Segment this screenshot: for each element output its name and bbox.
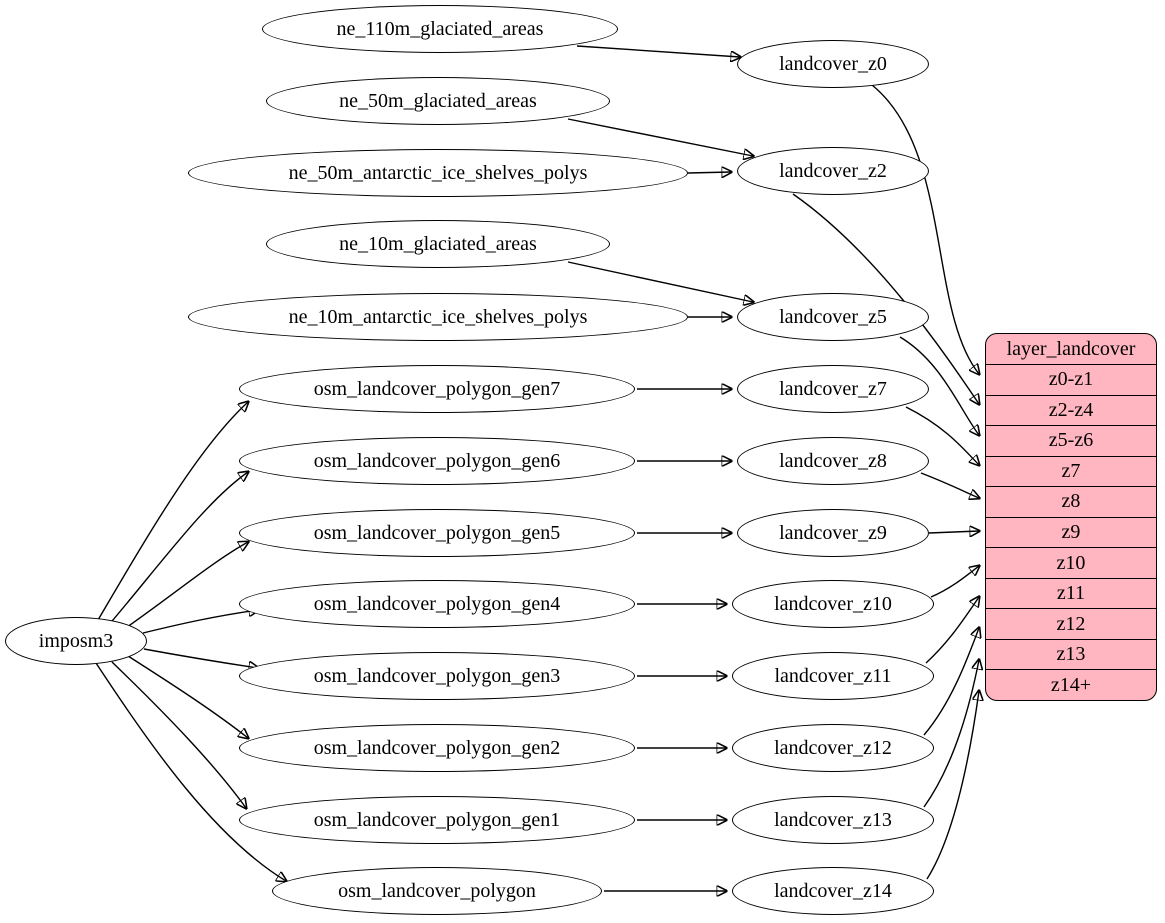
record-layer_landcover: layer_landcover z0-z1 z2-z4 z5-z6 z7 z8 … [985,333,1157,701]
node-landcover_z8: landcover_z8 [737,437,929,485]
node-label: osm_landcover_polygon_gen2 [313,736,561,759]
node-ne_50m_antarctic_ice_shelves_polys: ne_50m_antarctic_ice_shelves_polys [188,149,688,197]
node-label: landcover_z12 [774,736,892,759]
edge-landcover_z0-row-z0-z1 [871,84,979,374]
edge-landcover_z8-row-z8 [920,472,979,498]
edge-landcover_z9-row-z9 [928,531,979,533]
node-label: ne_50m_glaciated_areas [339,89,537,112]
node-label: osm_landcover_polygon_gen5 [313,521,561,544]
node-imposm3: imposm3 [5,617,147,665]
edge-imposm3-osm_landcover_polygon_gen7 [97,402,248,621]
node-landcover_z9: landcover_z9 [737,509,929,557]
edge-ne_50m_antarctic_ice_shelves_polys-landcover_z2 [687,172,731,173]
node-ne_110m_glaciated_areas: ne_110m_glaciated_areas [262,5,618,53]
edge-imposm3-osm_landcover_polygon_gen1 [111,661,246,808]
node-osm_landcover_polygon_gen3: osm_landcover_polygon_gen3 [239,652,635,700]
record-row-z8: z8 [986,486,1156,517]
edge-landcover_z7-row-z7 [905,406,979,465]
node-label: ne_110m_glaciated_areas [336,17,544,40]
node-landcover_z2: landcover_z2 [737,147,929,195]
node-osm_landcover_polygon_gen2: osm_landcover_polygon_gen2 [239,724,635,772]
edge-landcover_z14-row-z14plus [926,691,979,880]
record-row-z2-z4: z2-z4 [986,394,1156,426]
node-osm_landcover_polygon: osm_landcover_polygon [272,867,602,915]
edge-imposm3-osm_landcover_polygon_gen2 [127,655,248,738]
edge-landcover_z5-row-z5-z6 [899,336,979,435]
record-row-z9: z9 [986,516,1156,548]
node-label: landcover_z13 [774,808,892,831]
node-label: landcover_z8 [779,449,887,472]
node-label: landcover_z5 [779,305,887,328]
node-label: landcover_z14 [774,879,892,902]
node-osm_landcover_polygon_gen6: osm_landcover_polygon_gen6 [239,437,635,485]
record-title: layer_landcover [1006,337,1136,360]
node-label: landcover_z11 [774,664,892,687]
record-row-z10: z10 [986,547,1156,578]
record-row-z0-z1: z0-z1 [986,364,1156,395]
record-row-z11: z11 [986,577,1156,609]
edge-imposm3-osm_landcover_polygon_gen4 [142,610,258,634]
node-label: ne_10m_glaciated_areas [339,232,537,255]
node-ne_50m_glaciated_areas: ne_50m_glaciated_areas [266,77,610,125]
edge-imposm3-osm_landcover_polygon_gen3 [143,648,258,668]
node-label: osm_landcover_polygon_gen7 [313,377,561,400]
node-label: landcover_z7 [779,377,887,400]
node-label: landcover_z0 [779,52,887,75]
node-ne_10m_glaciated_areas: ne_10m_glaciated_areas [266,220,610,268]
node-landcover_z13: landcover_z13 [732,796,934,844]
node-osm_landcover_polygon_gen1: osm_landcover_polygon_gen1 [239,796,635,844]
node-label: osm_landcover_polygon_gen1 [313,808,561,831]
node-osm_landcover_polygon_gen4: osm_landcover_polygon_gen4 [239,580,635,628]
node-landcover_z10: landcover_z10 [732,580,934,628]
edge-landcover_z12-row-z12 [923,628,979,736]
node-label: landcover_z10 [774,592,892,615]
edge-landcover_z10-row-z10 [930,566,979,598]
node-landcover_z7: landcover_z7 [737,365,929,413]
edge-ne_50m_glaciated_areas-landcover_z2 [567,118,753,156]
node-label: osm_landcover_polygon_gen3 [313,664,561,687]
node-landcover_z0: landcover_z0 [737,40,929,88]
record-row-z12: z12 [986,608,1156,639]
edge-ne_110m_glaciated_areas-landcover_z0 [576,45,740,57]
node-label: imposm3 [38,629,114,652]
edge-imposm3-osm_landcover_polygon [95,662,286,881]
node-ne_10m_antarctic_ice_shelves_polys: ne_10m_antarctic_ice_shelves_polys [188,293,688,341]
node-label: osm_landcover_polygon_gen6 [313,449,561,472]
node-landcover_z11: landcover_z11 [732,652,934,700]
record-row-z7: z7 [986,455,1156,487]
node-landcover_z12: landcover_z12 [732,724,934,772]
edge-landcover_z11-row-z11 [925,597,979,664]
node-label: landcover_z2 [779,159,887,182]
node-label: osm_landcover_polygon_gen4 [313,592,561,615]
node-label: ne_10m_antarctic_ice_shelves_polys [288,305,588,328]
node-osm_landcover_polygon_gen5: osm_landcover_polygon_gen5 [239,509,635,557]
node-label: osm_landcover_polygon [338,879,536,902]
record-row-z14plus: z14+ [986,669,1156,700]
node-osm_landcover_polygon_gen7: osm_landcover_polygon_gen7 [239,365,635,413]
node-label: landcover_z9 [779,521,887,544]
node-landcover_z14: landcover_z14 [732,867,934,915]
edge-landcover_z13-row-z13 [923,660,979,808]
record-row-z5-z6: z5-z6 [986,425,1156,456]
edge-imposm3-osm_landcover_polygon_gen5 [119,542,248,633]
node-label: ne_50m_antarctic_ice_shelves_polys [288,161,588,184]
edge-ne_10m_glaciated_areas-landcover_z5 [567,261,753,302]
record-row-z13: z13 [986,638,1156,670]
node-landcover_z5: landcover_z5 [737,293,929,341]
edge-imposm3-osm_landcover_polygon_gen6 [106,472,248,628]
